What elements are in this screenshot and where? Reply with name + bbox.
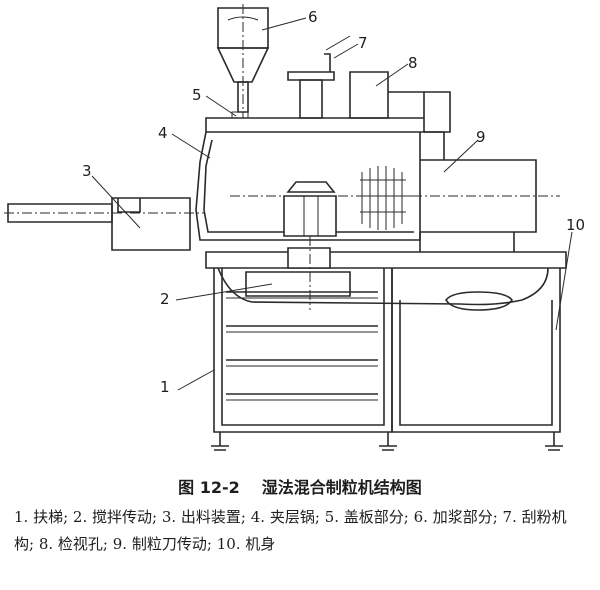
ladder [226,291,378,401]
chopper-drive [356,131,560,252]
callout-7: 7 [358,34,368,52]
machine-body [205,251,567,451]
cover-plate [205,111,425,133]
leader-lines [91,17,573,391]
callout-6: 6 [308,8,318,26]
legend-item: 4. 夹层锅; [250,508,320,526]
callout-5: 5 [192,86,202,104]
stirring-drive [217,236,549,311]
jacketed-bowl [195,131,421,241]
figure-number: 图 12-2 [178,478,240,497]
inspection-hole [349,71,451,133]
callout-2: 2 [160,290,170,308]
legend-item: 1. 扶梯; [14,508,69,526]
legend-item: 3. 出料装置; [161,508,246,526]
callout-9: 9 [476,128,486,146]
legend-item: 2. 搅拌传动; [72,508,158,526]
chopper-blades [356,166,412,230]
legend-item: 7. 刮粉机构; [14,508,567,553]
legend: 1. 扶梯; 2. 搅拌传动; 3. 出料装置; 4. 夹层锅; 5. 盖板部分… [14,504,586,558]
figure-title: 湿法混合制粒机结构图 [261,478,422,497]
callout-8: 8 [408,54,418,72]
callout-10: 10 [566,216,585,234]
legend-item: 8. 检视孔; [38,535,108,553]
legend-item: 6. 加浆部分; [413,508,498,526]
mixer-granulator-diagram: 1 2 3 4 5 6 7 8 9 10 [4,4,585,451]
legend-item: 5. 盖板部分; [324,508,409,526]
discharge-device [4,197,204,251]
callout-1: 1 [160,378,170,396]
figure-caption: 图 12-2 湿法混合制粒机结构图 [0,474,600,498]
legend-item: 10. 机身 [216,535,276,553]
slurry-feeding-unit [216,4,270,118]
callout-4: 4 [158,124,168,142]
leveling-feet [211,432,563,451]
callout-3: 3 [82,162,92,180]
callout-numbers: 1 2 3 4 5 6 7 8 9 10 [82,8,585,396]
legend-item: 9. 制粒刀传动; [112,535,212,553]
powder-scraper [287,35,351,119]
